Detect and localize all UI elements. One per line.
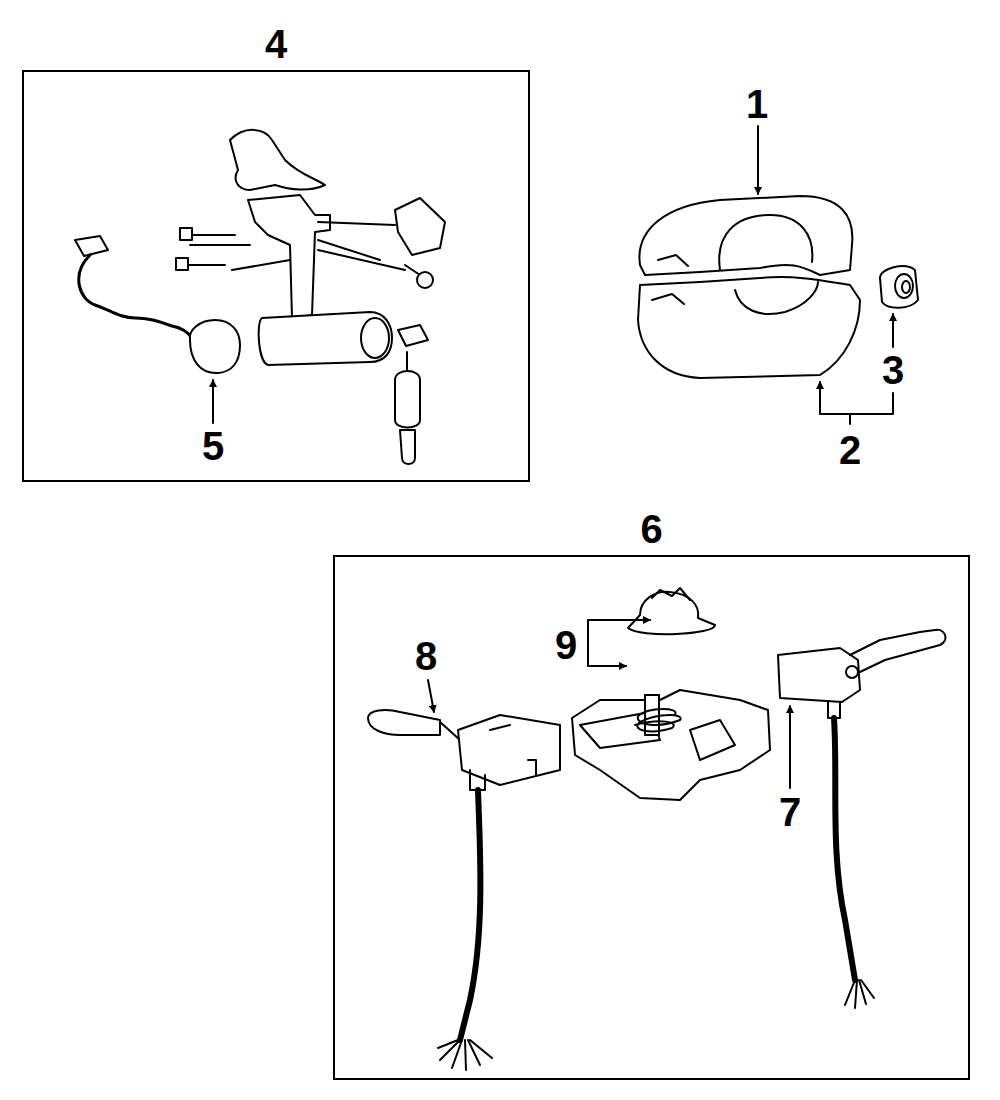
leader-line (849, 414, 851, 424)
leader-line (640, 619, 650, 621)
callout-number: 3 (882, 350, 904, 390)
callout-number: 5 (202, 426, 224, 466)
callout-number: 6 (640, 509, 662, 549)
leader-line (212, 380, 214, 423)
column-cover (638, 196, 860, 378)
leader-line (892, 314, 894, 347)
leader-line (428, 680, 434, 712)
callout-number: 9 (555, 625, 577, 665)
bushing (880, 266, 918, 307)
group-box: 4 (22, 70, 530, 482)
group-box: 6 (333, 555, 970, 1080)
callout-number: 4 (265, 24, 287, 64)
ignition-switch (75, 130, 445, 464)
leader-line (789, 706, 791, 788)
bracket (588, 620, 640, 666)
callout-number: 7 (779, 792, 801, 832)
combination-switch (368, 588, 945, 1070)
leader-line (757, 126, 759, 194)
callout-number: 2 (839, 430, 861, 470)
callout-number: 8 (415, 636, 437, 676)
callout-number: 1 (746, 84, 768, 124)
